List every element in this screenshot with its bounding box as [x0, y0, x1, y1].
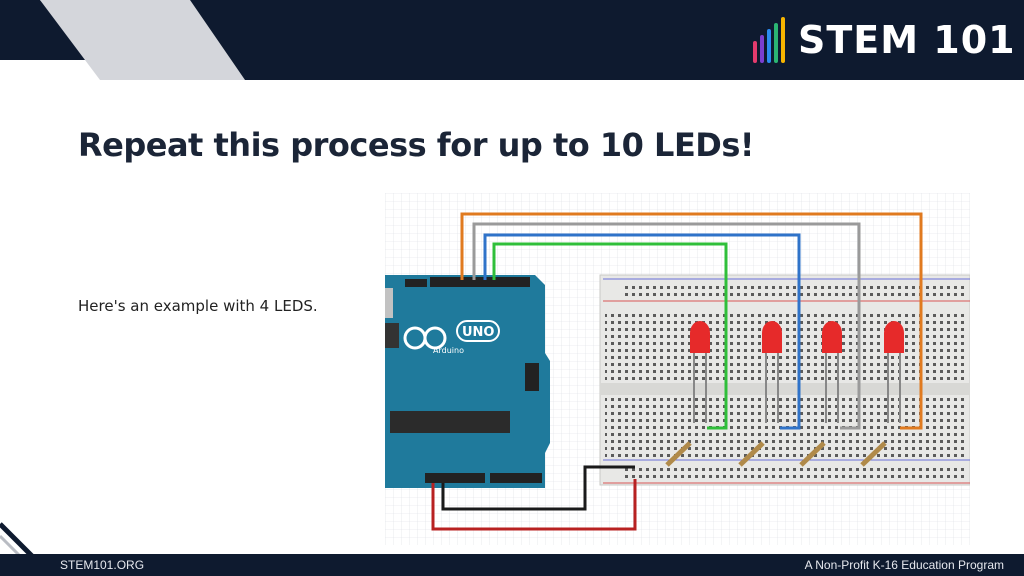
breadboard — [599, 274, 970, 486]
power-wires — [431, 465, 637, 531]
footer-website: STEM101.ORG — [60, 558, 145, 572]
footer-tagline: A Non-Profit K-16 Education Program — [804, 558, 1004, 572]
brand-name: STEM 101 — [798, 18, 1016, 62]
slide-title: Repeat this process for up to 10 LEDs! — [78, 126, 755, 164]
resistors — [665, 441, 887, 467]
header-band — [0, 0, 1024, 80]
led-3 — [822, 321, 842, 423]
footer-bar: STEM101.ORG A Non-Profit K-16 Education … — [0, 554, 1024, 576]
arduino-board: Arduino UNO — [385, 275, 550, 488]
logo-bars-icon — [753, 17, 785, 63]
led-2 — [762, 321, 782, 423]
circuit-diagram: Arduino UNO — [385, 193, 970, 545]
brand-logo: STEM 101 — [752, 14, 1016, 66]
signal-wires — [460, 212, 923, 430]
slide-body-text: Here's an example with 4 LEDS. — [78, 297, 318, 315]
board-brand: Arduino — [433, 346, 464, 355]
led-4 — [884, 321, 904, 423]
led-1 — [690, 321, 710, 423]
board-label: UNO — [462, 325, 495, 340]
